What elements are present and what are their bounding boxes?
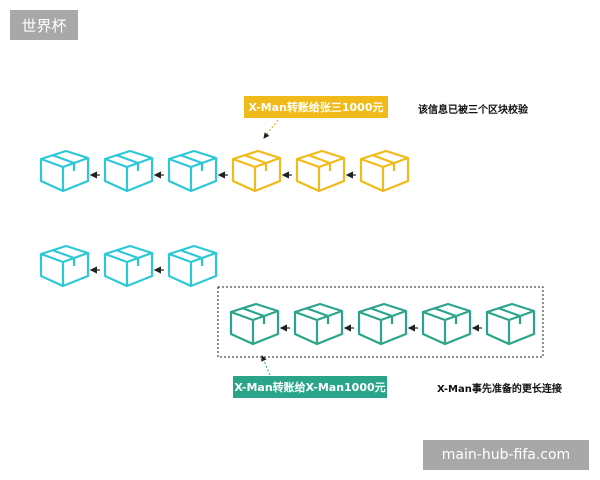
green-label-pointer [261,355,271,376]
block-cube-top-4-icon [231,149,282,193]
yellow-label-pointer [263,119,279,139]
block-cube-middle-3-icon [167,244,218,288]
block-cube-fork-1-icon [229,302,280,346]
block-cube-fork-5-icon [485,302,536,346]
block-cube-top-3-icon [167,149,218,193]
longer-chain-note: X-Man事先准备的更长连接 [437,384,562,395]
block-cube-top-1-icon [39,149,90,193]
block-cube-middle-1-icon [39,244,90,288]
block-cube-fork-2-icon [293,302,344,346]
block-cube-middle-2-icon [103,244,154,288]
top-left-tag: 世界杯 [10,10,78,40]
block-cube-top-6-icon [359,149,410,193]
verified-note: 该信息已被三个区块校验 [418,105,528,116]
block-cube-top-2-icon [103,149,154,193]
watermark-tag: main-hub-fifa.com [423,440,589,470]
fork-dashed-box [217,286,544,358]
yellow-transaction-label: X-Man转账给张三1000元 [244,96,388,118]
green-transaction-label: X-Man转账给X-Man1000元 [233,376,387,398]
block-cube-fork-4-icon [421,302,472,346]
block-cube-fork-3-icon [357,302,408,346]
block-cube-top-5-icon [295,149,346,193]
